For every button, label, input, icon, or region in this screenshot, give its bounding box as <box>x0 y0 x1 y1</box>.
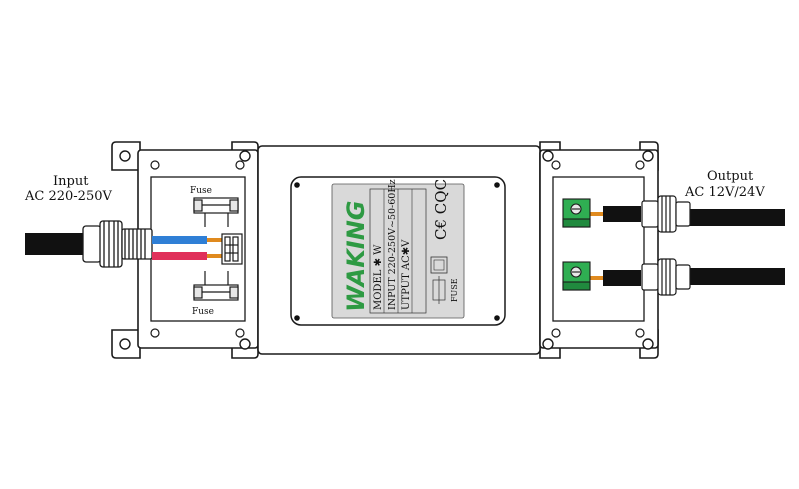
output-cable-gland-top <box>641 195 691 233</box>
mounting-holes <box>119 150 654 350</box>
output-terminal-top <box>562 198 591 228</box>
output-cable-inner <box>603 206 641 286</box>
output-cable-bottom <box>690 268 785 285</box>
model-line: MODEL ✱ W <box>373 244 384 310</box>
output-title: Output <box>707 169 754 184</box>
certification-marks: C€ CQC <box>432 179 450 240</box>
cover-screws <box>150 160 645 338</box>
output-cable-top <box>690 209 785 226</box>
fuse-holder-top <box>193 197 239 227</box>
fuse-label-top: Fuse <box>190 186 212 196</box>
fuse-symbol-label: FUSE <box>450 278 459 302</box>
input-rating-line: INPUT 220-250V~50-60Hz <box>387 179 398 310</box>
fuse-label-bottom: Fuse <box>192 307 214 317</box>
brand-logo: WAKING <box>342 200 370 312</box>
output-wires <box>589 212 603 280</box>
input-cable-gland <box>82 220 153 268</box>
label-plate <box>331 183 465 319</box>
output-terminal-bottom <box>562 261 591 291</box>
input-terminal-block <box>221 233 243 265</box>
output-spec: AC 12V/24V <box>684 185 765 200</box>
input-wire-red <box>152 252 225 260</box>
input-spec: AC 220-250V <box>24 189 112 204</box>
output-cable-gland-bottom <box>641 258 691 296</box>
fuse-holder-bottom <box>193 271 239 301</box>
output-rating-line: UTPUT AC✱V <box>401 239 412 310</box>
input-wire-blue <box>152 236 225 244</box>
input-title: Input <box>53 174 89 189</box>
